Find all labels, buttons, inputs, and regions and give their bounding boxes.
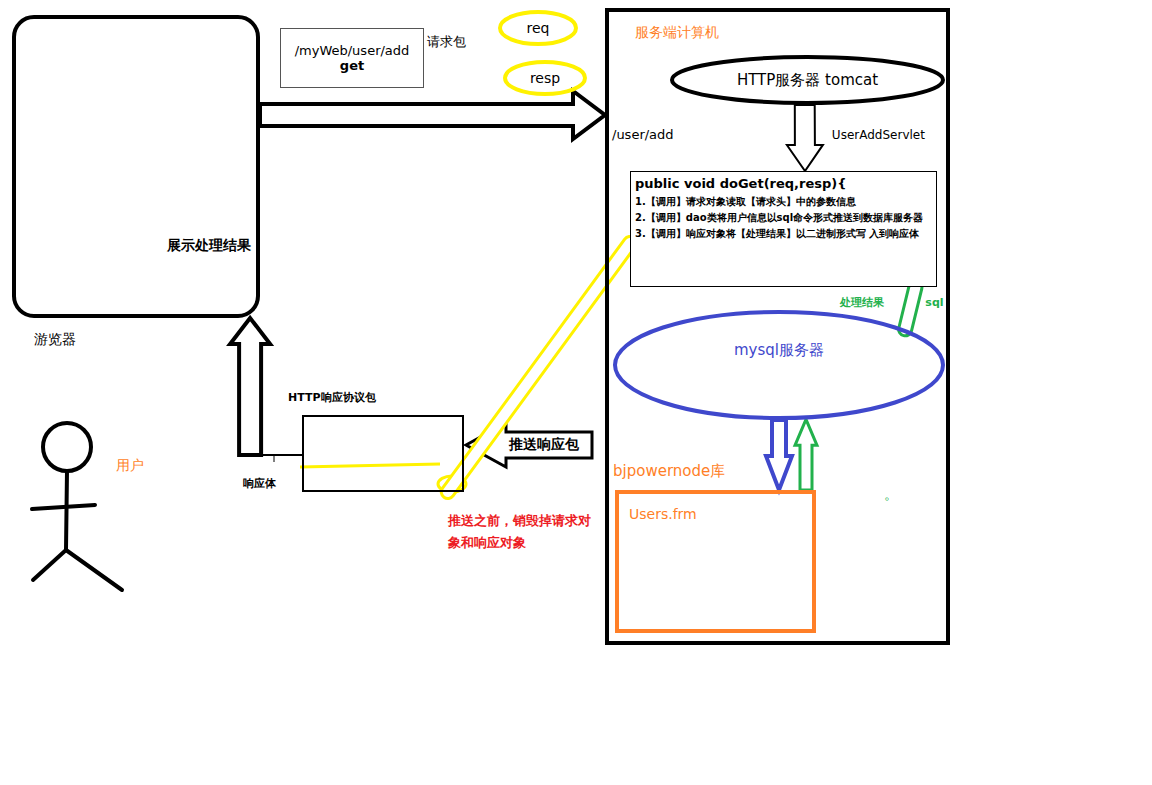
edge-label: UserAddServlet [831,128,926,142]
hollow-arrow [766,420,792,490]
node-text: mysql服务器 [734,341,824,360]
hollow-arrow [787,105,823,171]
hollow-arrow [795,419,817,490]
connector [787,105,823,171]
users-table-box: bjpowernode库Users.frm [615,490,816,633]
tube-outer [905,287,915,329]
tube-inner [905,287,915,329]
node-text: public void doGet(req,resp){ [635,175,847,194]
stick-figure [32,423,122,590]
node-heading: 游览器 [34,331,76,349]
servlet-code-box: public void doGet(req,resp){1.【调用】请求对象读取… [630,171,937,287]
connector [260,91,605,139]
hollow-arrow [260,91,605,139]
node-heading: 请求包 [427,33,466,51]
yellow-leader [300,464,440,467]
free-label: /user/add [612,127,674,142]
free-label: 。 [884,486,898,504]
free-label: 响应体 [243,476,276,491]
edge-label: sql [924,296,944,309]
node-heading: 展示处理结果 [167,237,251,255]
connector [766,420,792,490]
node-heading: bjpowernode库 [613,462,725,481]
ellipse-shape [615,312,943,418]
node-text: /myWeb/user/add [295,43,410,58]
free-label: 推送之前，销毁掉请求对象和响应对象 [448,510,598,554]
request-packet: /myWeb/user/addget请求包 [280,28,424,88]
resp-ellipse: resp [503,60,587,96]
ellipse-outline [613,310,945,420]
hollow-arrow [230,318,270,455]
node-heading: HTTP响应协议包 [288,390,376,405]
node-text: get [340,58,364,73]
response-packet: HTTP响应协议包 [302,415,464,492]
node-text: resp [530,70,560,86]
tube-inner [448,243,630,492]
free-label: 推送响应包 [509,436,579,454]
mysql-ellipse: mysql服务器 [613,310,945,420]
node-text: 3.【调用】响应对象将【处理结果】以二进制形式写 入到响应体 [635,226,919,242]
tomcat-ellipse: HTTP服务器 tomcat [670,55,945,105]
req-ellipse: req [498,10,578,46]
node-text: req [527,20,550,36]
free-label: 用户 [116,457,144,475]
node-text: 1.【调用】请求对象读取【请求头】中的参数信息 [635,194,856,210]
connector [905,287,915,329]
node-heading: Users.frm [629,506,697,522]
small-tick [274,455,275,462]
connector [448,243,630,492]
connector [795,419,817,490]
browser-window: 展示处理结果游览器 [12,15,260,318]
ellipse-shape [500,12,576,44]
free-label: 处理结果 [840,295,884,310]
node-text: 2.【调用】dao类将用户信息以sql命令形式推送到数据库服务器 [635,210,923,226]
ellipse-shape [672,57,943,103]
node-heading: 服务端计算机 [635,24,719,42]
server-machine: 服务端计算机 HTTP服务器 tomcat public void doGet(re… [605,8,950,645]
node-text: HTTP服务器 tomcat [737,71,878,90]
tube-outer [448,243,630,492]
connector [230,318,302,455]
ellipse-shape [505,62,585,94]
